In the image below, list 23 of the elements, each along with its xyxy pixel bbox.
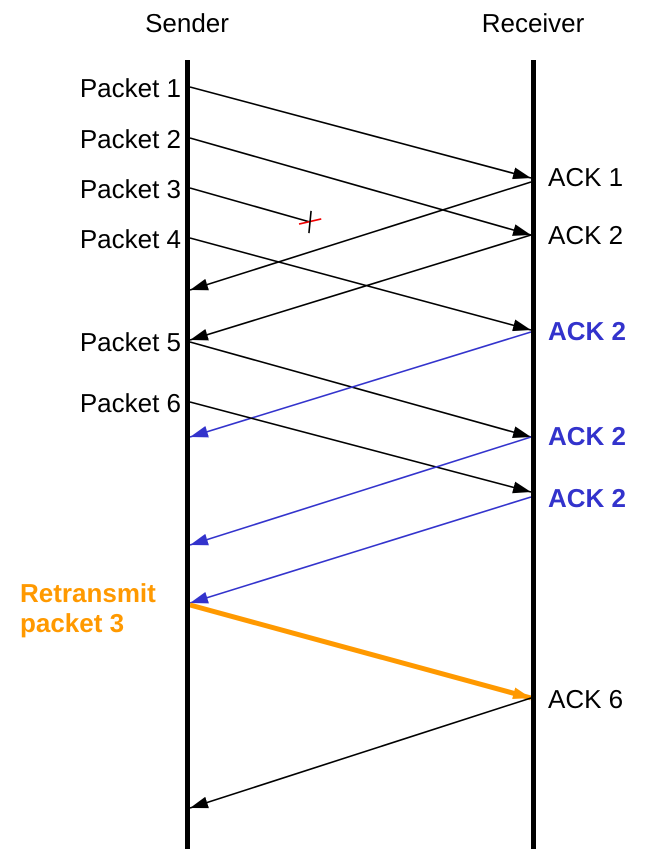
- lifeline-heading: Receiver: [482, 8, 584, 39]
- message-arrow: [189, 602, 532, 700]
- edge-label: Packet 1: [78, 73, 181, 103]
- edge-label: ACK 6: [548, 684, 624, 714]
- message-arrow: [190, 181, 532, 291]
- edge-label: Retransmit packet 3: [20, 578, 157, 638]
- edge-label: Packet 5: [78, 327, 181, 357]
- message-arrow: [190, 86, 532, 180]
- edge-label: Packet 2: [78, 124, 181, 154]
- edge-label: ACK 1: [548, 162, 624, 192]
- message-arrow: [190, 436, 532, 546]
- edge-label: ACK 2: [548, 220, 624, 250]
- edge-label: ACK 2: [548, 316, 628, 346]
- message-arrow: [190, 137, 532, 236]
- message-arrow: [190, 401, 532, 494]
- edge-label: Packet 6: [78, 388, 181, 418]
- message-arrow: [190, 697, 532, 809]
- edge-label: ACK 2: [548, 421, 628, 451]
- edge-label: ACK 2: [548, 483, 628, 513]
- message-arrow: [190, 496, 532, 604]
- edge-label: Packet 3: [78, 174, 181, 204]
- edge-label: Packet 4: [78, 224, 181, 254]
- lifeline-heading: Sender: [145, 8, 229, 39]
